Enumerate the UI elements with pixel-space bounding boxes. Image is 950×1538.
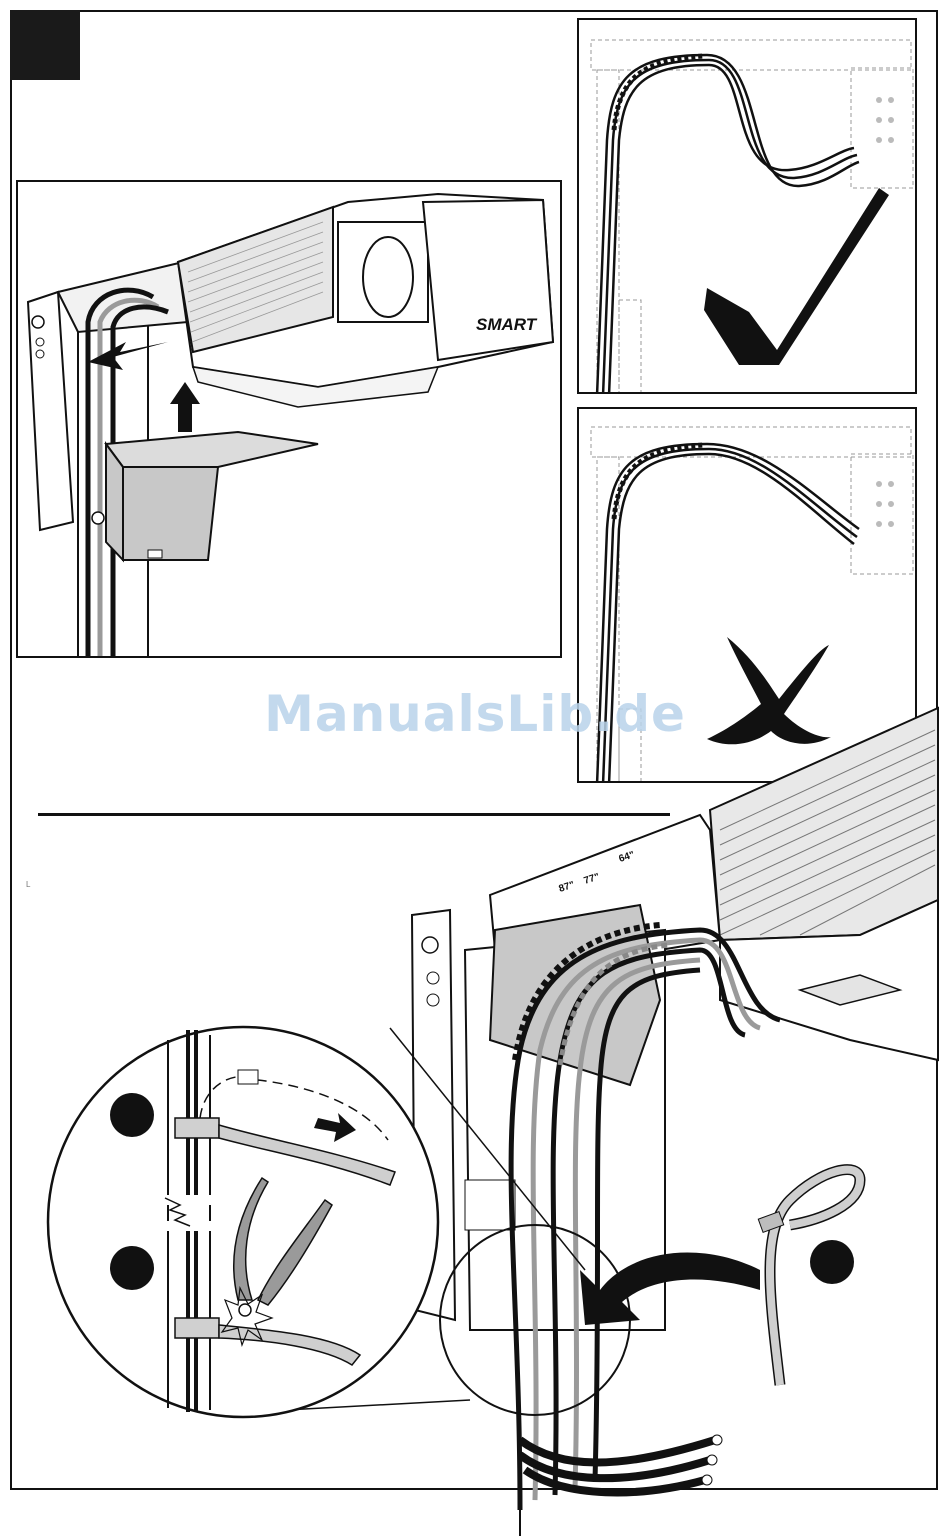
step-marker-c xyxy=(810,1240,854,1284)
step-marker-a xyxy=(110,1093,154,1137)
speaker-grille xyxy=(710,708,938,940)
magnified-detail xyxy=(48,1027,438,1417)
step-marker-b xyxy=(110,1246,154,1290)
